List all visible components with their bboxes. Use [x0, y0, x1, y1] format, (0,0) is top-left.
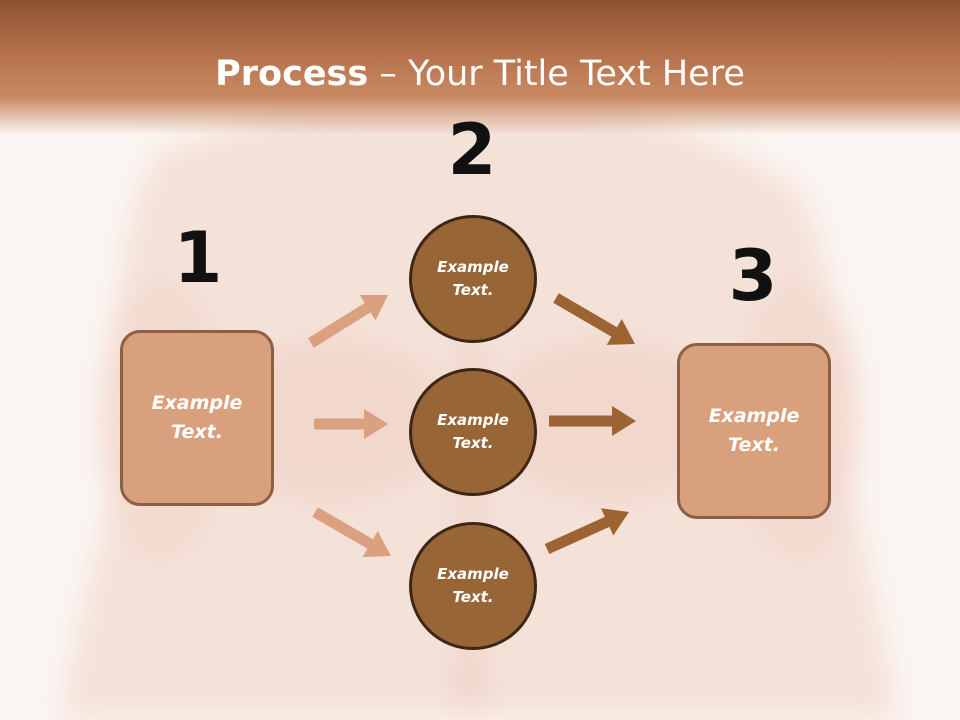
circle-middle-text: Example Text.	[437, 411, 509, 452]
arrow-top-to-right	[553, 293, 635, 345]
left-box-text: Example Text.	[151, 392, 243, 443]
right-step-box[interactable]: Example Text.	[677, 343, 831, 519]
slide-title: Process – Your Title Text Here	[0, 50, 960, 98]
circle-top-text: Example Text.	[437, 258, 509, 299]
step-number-2: 2	[447, 109, 497, 191]
right-box-text: Example Text.	[708, 405, 800, 456]
title-bold-part: Process	[215, 54, 369, 94]
arrow-bottom-to-right	[544, 508, 629, 554]
step-number-1: 1	[173, 217, 223, 299]
arrow-middle-to-right	[549, 406, 636, 436]
circle-bottom-text: Example Text.	[437, 565, 509, 606]
arrow-left-to-middle	[314, 409, 388, 439]
title-rest-part: – Your Title Text Here	[368, 54, 745, 94]
arrow-left-to-top	[308, 295, 388, 348]
left-step-box[interactable]: Example Text.	[120, 330, 274, 506]
header-band	[0, 0, 960, 135]
circle-bottom[interactable]: Example Text.	[409, 522, 537, 650]
step-number-3: 3	[728, 235, 778, 317]
arrow-left-to-bottom	[312, 507, 391, 557]
circle-middle[interactable]: Example Text.	[409, 368, 537, 496]
circle-top[interactable]: Example Text.	[409, 215, 537, 343]
